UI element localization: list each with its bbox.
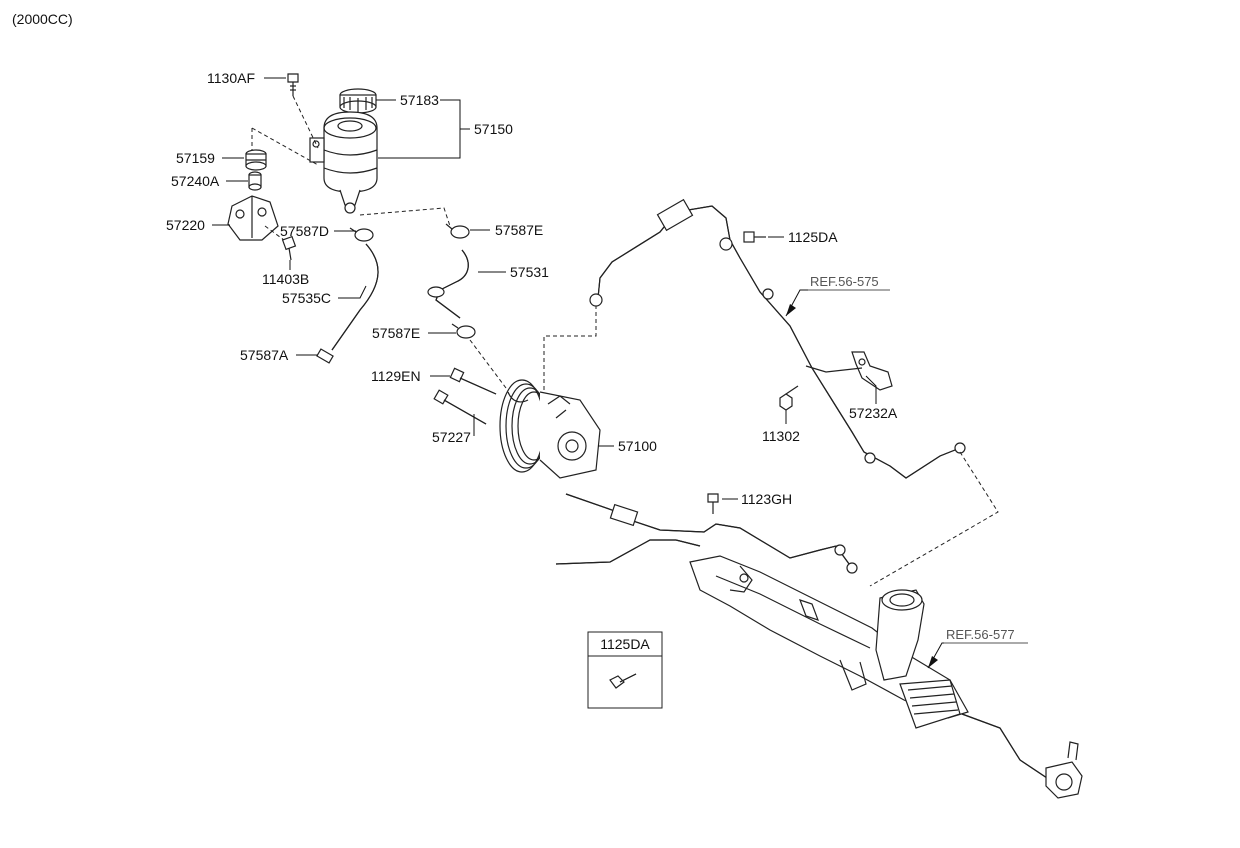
label-57587A: 57587A bbox=[240, 347, 289, 363]
label-57100: 57100 bbox=[618, 438, 657, 454]
label-57183: 57183 bbox=[400, 92, 439, 108]
reservoir-cap[interactable] bbox=[339, 88, 377, 114]
inset-bolt-icon bbox=[609, 673, 637, 689]
hose-57531[interactable] bbox=[427, 249, 469, 319]
label-57531: 57531 bbox=[510, 264, 549, 280]
bolt-11403B[interactable] bbox=[281, 235, 297, 261]
clamp-57587A[interactable] bbox=[316, 348, 334, 364]
bracket-57220[interactable] bbox=[227, 195, 285, 241]
label-57150: 57150 bbox=[474, 121, 513, 137]
label-57240A: 57240A bbox=[171, 173, 220, 189]
engine-variant-label: (2000CC) bbox=[12, 11, 73, 27]
clamp-57587D[interactable] bbox=[349, 227, 374, 242]
steering-gear-assembly[interactable] bbox=[555, 493, 1083, 799]
label-11403B: 11403B bbox=[262, 271, 309, 287]
label-57587E-top: 57587E bbox=[495, 222, 543, 238]
label-57159: 57159 bbox=[176, 150, 215, 166]
clamp-57587E-mid[interactable] bbox=[451, 323, 476, 339]
ref-label-56-575[interactable]: REF.56-575 bbox=[810, 274, 879, 289]
label-57535C: 57535C bbox=[282, 290, 331, 306]
bolt-1123GH[interactable] bbox=[707, 493, 719, 514]
hose-57535C[interactable] bbox=[331, 243, 379, 351]
label-1130AF: 1130AF bbox=[207, 70, 255, 86]
label-1123GH: 1123GH bbox=[741, 491, 792, 507]
collar-57240A[interactable] bbox=[248, 171, 262, 191]
inset-label: 1125DA bbox=[600, 636, 650, 652]
bolt-1129EN[interactable] bbox=[449, 367, 497, 395]
label-57220: 57220 bbox=[166, 217, 205, 233]
nut-11302[interactable] bbox=[779, 385, 799, 411]
bracket-57232A[interactable] bbox=[805, 351, 893, 391]
label-57232A: 57232A bbox=[849, 405, 898, 421]
power-steering-pump[interactable] bbox=[499, 379, 601, 479]
ref-label-56-577[interactable]: REF.56-577 bbox=[946, 627, 1015, 642]
label-1125DA: 1125DA bbox=[788, 229, 838, 245]
pressure-hose-upper[interactable] bbox=[589, 198, 966, 479]
label-57587D: 57587D bbox=[280, 223, 329, 239]
bolt-57227[interactable] bbox=[433, 389, 487, 425]
label-57587E-mid: 57587E bbox=[372, 325, 420, 341]
reservoir-tank[interactable] bbox=[309, 111, 378, 214]
leader-lines bbox=[212, 77, 1028, 669]
label-57227: 57227 bbox=[432, 429, 471, 445]
bolt-1130AF[interactable] bbox=[287, 73, 299, 96]
grommet-57159[interactable] bbox=[245, 149, 267, 171]
inset-box-1125DA: 1125DA bbox=[587, 631, 663, 709]
clamp-57587E-top[interactable] bbox=[445, 223, 470, 239]
bolt-1125DA-upper[interactable] bbox=[743, 231, 766, 243]
label-11302: 11302 bbox=[762, 428, 800, 444]
label-1129EN: 1129EN bbox=[371, 368, 421, 384]
